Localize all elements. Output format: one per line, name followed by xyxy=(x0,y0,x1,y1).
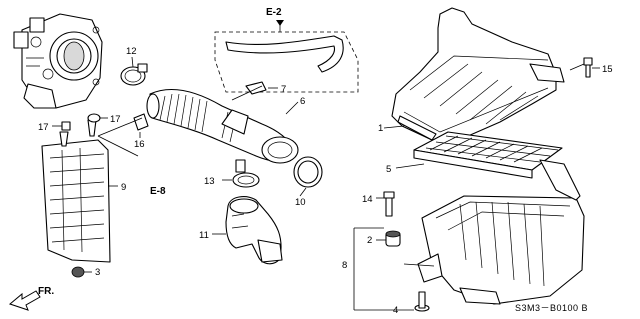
mount-rubber-3 xyxy=(71,266,92,278)
callouts: 1 2 3 4 5 6 7 8 9 10 11 12 13 14 15 16 1… xyxy=(38,46,613,316)
callout-11: 11 xyxy=(199,230,209,241)
callout-4: 4 xyxy=(393,305,398,316)
tube-band-13 xyxy=(222,159,260,188)
air-cleaner-cover-1 xyxy=(391,7,565,141)
callout-6: 6 xyxy=(300,96,305,107)
bolt-15 xyxy=(583,57,600,78)
leader-lines xyxy=(97,63,585,311)
callout-17-left: 17 xyxy=(38,122,49,133)
mount-rubber-2 xyxy=(385,230,401,247)
front-arrow: FR. xyxy=(8,286,54,311)
callout-5: 5 xyxy=(386,164,391,175)
seal-ring-10 xyxy=(293,156,323,197)
bolt-14 xyxy=(376,191,395,217)
reference-top: E-2 xyxy=(266,7,282,18)
callout-16: 16 xyxy=(134,139,145,150)
callout-2: 2 xyxy=(367,235,372,246)
callout-3: 3 xyxy=(95,267,100,278)
air-cleaner-case-8 xyxy=(417,159,585,305)
resonator-11 xyxy=(225,196,283,265)
diagram-code: S3M3－B0100 B xyxy=(515,303,588,313)
clip-16 xyxy=(133,113,149,138)
callout-13: 13 xyxy=(204,176,215,187)
callout-12: 12 xyxy=(126,46,137,57)
callout-1: 1 xyxy=(378,123,383,134)
bolt-4 xyxy=(414,291,430,312)
callout-8: 8 xyxy=(342,260,347,271)
front-label: FR. xyxy=(38,286,54,297)
bolt-17-left xyxy=(52,121,71,131)
callout-15: 15 xyxy=(602,64,613,75)
callout-10: 10 xyxy=(295,197,306,208)
hose-clamp-12 xyxy=(120,56,148,86)
breather-tube-7 xyxy=(214,20,359,101)
throttle-body xyxy=(13,13,103,109)
callout-17-right: 17 xyxy=(110,114,121,125)
callout-14: 14 xyxy=(362,194,373,205)
air-filter-element-5 xyxy=(395,131,563,179)
callout-9: 9 xyxy=(121,182,126,193)
air-inlet-cover-9 xyxy=(41,119,111,263)
callout-7: 7 xyxy=(281,84,286,95)
bolt-17-right xyxy=(87,113,108,123)
air-intake-tube-6 xyxy=(146,89,299,164)
reference-left: E-8 xyxy=(150,186,166,197)
